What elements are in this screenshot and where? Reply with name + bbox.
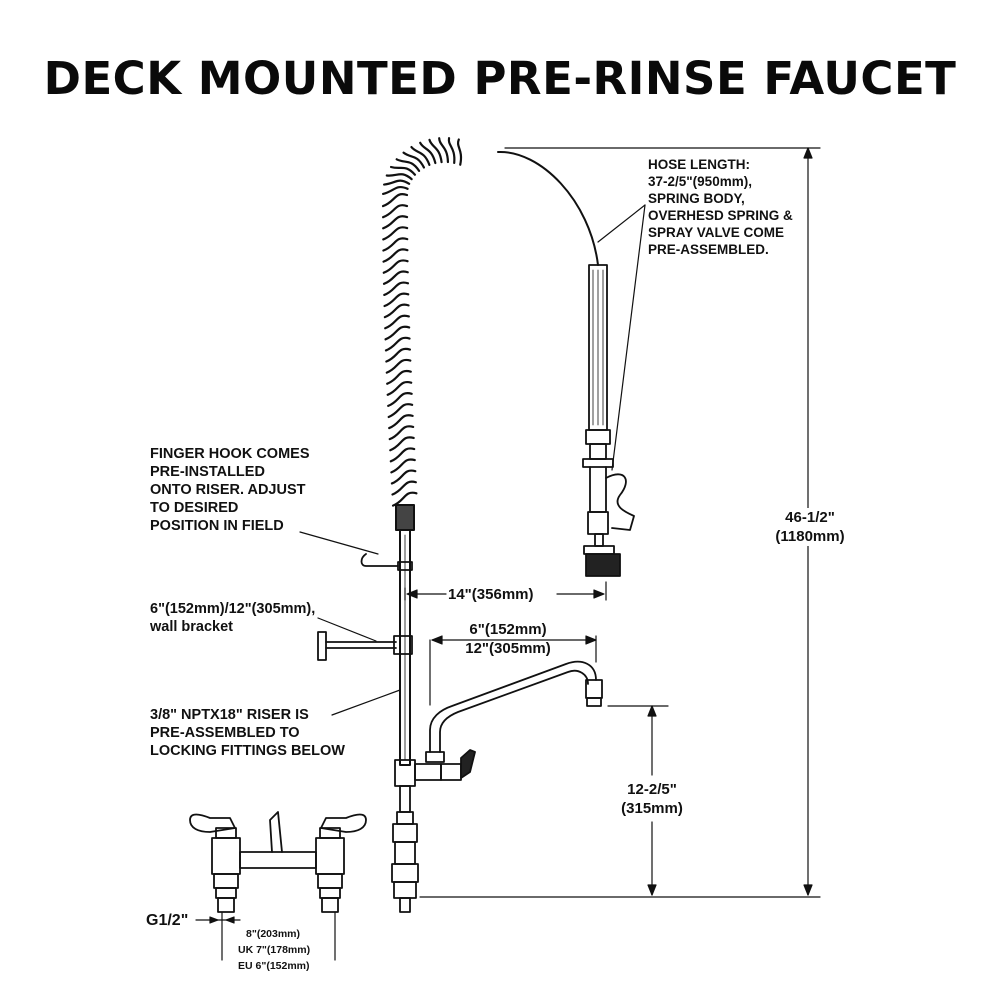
- centers-8in-label: 8"(203mm): [246, 928, 301, 940]
- wall-bracket-note: 6"(152mm)/12"(305mm), wall bracket: [150, 601, 316, 635]
- spring-coil-turn: [388, 414, 414, 430]
- wall-bracket: [317, 631, 413, 661]
- locking-fittings: [391, 785, 419, 913]
- overhead-spring: [381, 137, 463, 507]
- spring-coil-turn: [382, 215, 409, 230]
- centers-uk-label: UK 7"(178mm): [238, 944, 311, 956]
- pre-rinse-hose: [497, 150, 599, 266]
- hose-leader-lines: [597, 204, 646, 471]
- thread-size-label: G1/2": [146, 912, 189, 929]
- spout-length-dimension: 6"(152mm) 12"(305mm): [465, 621, 551, 657]
- spring-coil-turn: [438, 137, 450, 164]
- spring-coil-turn: [382, 179, 411, 186]
- spring-coil-turn: [389, 165, 417, 176]
- spring-coil-turn: [447, 137, 456, 165]
- spring-coil-turn: [419, 141, 437, 165]
- swing-spout: [429, 660, 603, 753]
- spring-coil-turn: [387, 392, 413, 407]
- spring-coil-turn: [410, 145, 431, 166]
- page-title: DECK MOUNTED PRE-RINSE FAUCET: [43, 52, 957, 105]
- spring-coil-turn: [382, 237, 409, 252]
- spring-coil-turn: [428, 138, 443, 164]
- finger-hook-note: FINGER HOOK COMES PRE-INSTALLED ONTO RIS…: [150, 446, 310, 534]
- spring-coil-turn: [389, 447, 416, 463]
- spring-coil-turn: [382, 259, 409, 274]
- spring-coil-turn: [385, 347, 412, 363]
- riser-pipe: [395, 504, 415, 766]
- spring-coil-turn: [388, 425, 415, 441]
- spring-coil-turn: [391, 480, 417, 496]
- hose-length-note: HOSE LENGTH: 37-2/5"(950mm), SPRING BODY…: [648, 157, 793, 257]
- dimension-lines: [195, 147, 821, 961]
- spring-coil-turn: [395, 158, 421, 172]
- spring-coil-turn: [381, 185, 409, 196]
- finger-hook: [360, 553, 413, 571]
- spring-coil-turn: [384, 314, 410, 330]
- spring-coil-turn: [381, 204, 409, 219]
- spring-coil-turn: [385, 173, 413, 181]
- spring-coil-turn: [382, 248, 409, 263]
- spring-coil-turn: [384, 336, 411, 352]
- spring-coil-turn: [383, 303, 410, 319]
- spring-coil-turn: [391, 491, 418, 507]
- spring-coil-turn: [381, 193, 409, 208]
- spring-coil-turn: [386, 369, 412, 385]
- spring-coil-turn: [383, 281, 410, 297]
- spring-coil-turn: [389, 436, 415, 452]
- spray-offset-dimension: 14"(356mm): [448, 586, 534, 603]
- spout-height-dimension: 12-2/5" (315mm): [606, 780, 698, 818]
- spring-coil-turn: [387, 403, 414, 419]
- spring-coil-turn: [385, 358, 412, 374]
- total-height-dimension: 46-1/2" (1180mm): [762, 508, 858, 546]
- spring-coil-turn: [457, 138, 463, 166]
- spray-valve: [582, 264, 635, 577]
- deck-mount-base: [189, 811, 367, 913]
- riser-note: 3/8" NPTX18" RISER IS PRE-ASSEMBLED TO L…: [150, 707, 345, 759]
- note-leader-lines: [299, 531, 401, 716]
- spring-coil-turn: [402, 151, 426, 169]
- spring-coil-turn: [386, 380, 413, 396]
- spring-coil-turn: [384, 325, 411, 341]
- centers-eu-label: EU 6"(152mm): [238, 960, 310, 972]
- spring-coil-turn: [390, 469, 417, 485]
- spring-coil-turn: [390, 458, 416, 474]
- spring-coil-turn: [382, 270, 409, 285]
- spring-coil-turn: [382, 226, 409, 241]
- spring-coil-turn: [383, 292, 410, 308]
- add-on-faucet-body: [394, 749, 476, 787]
